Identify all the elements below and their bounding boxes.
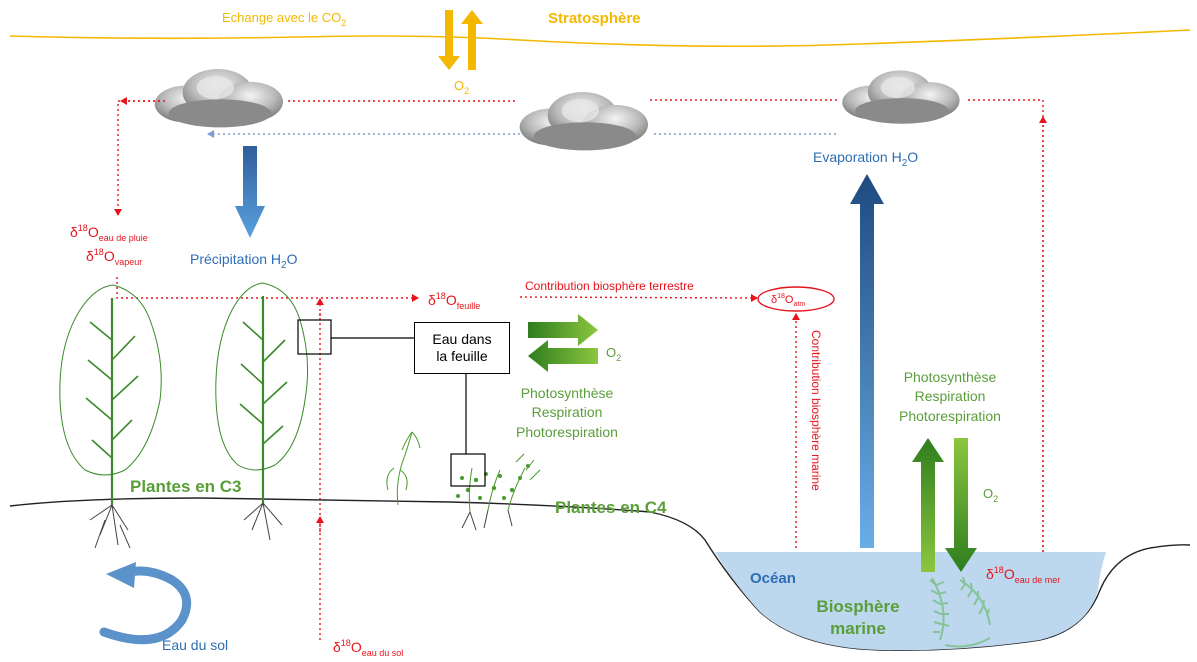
- vapor-cycle-path: [114, 97, 1047, 552]
- precipitation-label: Précipitation H2O: [190, 251, 298, 271]
- ocean-water: [715, 552, 1106, 651]
- c4-plants-label: Plantes en C4: [555, 498, 667, 517]
- atm-o2-ellipse: [757, 286, 835, 312]
- leaf-water-line-2: la feuille: [436, 348, 488, 364]
- vapor-isotope-label: δ18Ovapeur: [86, 247, 142, 267]
- seawater-isotope-label: δ18Oeau de mer: [986, 565, 1060, 585]
- evaporation-label: Evaporation H2O: [813, 149, 918, 169]
- marine-o2-label: O2: [983, 486, 998, 504]
- stratosphere-line: [9, 29, 1191, 48]
- marine-biosphere-label-1: Biosphère: [816, 597, 899, 616]
- ground-line: [9, 497, 1191, 651]
- cloud-right: [842, 70, 960, 124]
- ocean-label: Océan: [750, 570, 796, 587]
- leaf-water-box: Eau dans la feuille: [414, 322, 510, 374]
- precipitation-arrow: [235, 146, 265, 238]
- marine-contribution-label: Contribution biosphère marine: [809, 330, 823, 491]
- marine-biosphere-label-2: marine: [830, 619, 886, 638]
- terrestrial-contribution-label: Contribution biosphère terrestre: [525, 279, 694, 293]
- marine-photorespiration-label: Photorespiration: [899, 408, 1001, 424]
- c4-leaf-zoom-box: [450, 453, 486, 487]
- c3-plant-left: [59, 284, 162, 549]
- o2-exchange-arrows: [438, 10, 483, 70]
- co2-exchange-label: Echange avec le CO2: [222, 10, 346, 28]
- evaporation-arrow: [850, 174, 884, 548]
- leaf-photorespiration-label: Photorespiration: [516, 424, 618, 440]
- marine-biosphere-icon: [929, 576, 991, 648]
- c3-leaf-zoom-box: [297, 319, 332, 355]
- stratosphere-label: Stratosphère: [548, 10, 641, 27]
- leaf-water-line-1: Eau dans: [432, 331, 492, 347]
- leaf-respiration-label: Respiration: [532, 404, 603, 420]
- cloud-middle: [519, 92, 648, 151]
- leaf-zoom-connectors: [297, 319, 486, 487]
- leaf-photosynthesis-label: Photosynthèse: [521, 385, 614, 401]
- marine-gas-exchange-arrows: [912, 438, 977, 572]
- atm-isotope-label: δ18Oatm: [771, 293, 805, 308]
- leaf-o2-label: O2: [606, 345, 621, 363]
- cloud-left: [154, 69, 283, 128]
- rain-isotope-label: δ18Oeau de pluie: [70, 223, 148, 243]
- marine-photosynthesis-label: Photosynthèse: [904, 369, 997, 385]
- soil-water-cycle-arrow: [99, 562, 192, 645]
- marine-respiration-label: Respiration: [915, 388, 986, 404]
- leaf-gas-exchange-arrows: [528, 314, 598, 372]
- c4-plants: [386, 431, 541, 531]
- soil-isotope-label: δ18Oeau du sol: [333, 638, 403, 658]
- c3-plant-right: [215, 282, 309, 541]
- leaf-isotope-label: δ18Ofeuille: [428, 291, 480, 311]
- soil-water-label: Eau du sol: [162, 637, 228, 653]
- leaf-isotope-path: [116, 277, 800, 640]
- c3-plants-label: Plantes en C3: [130, 477, 242, 496]
- stratosphere-o2-label: O2: [454, 78, 469, 96]
